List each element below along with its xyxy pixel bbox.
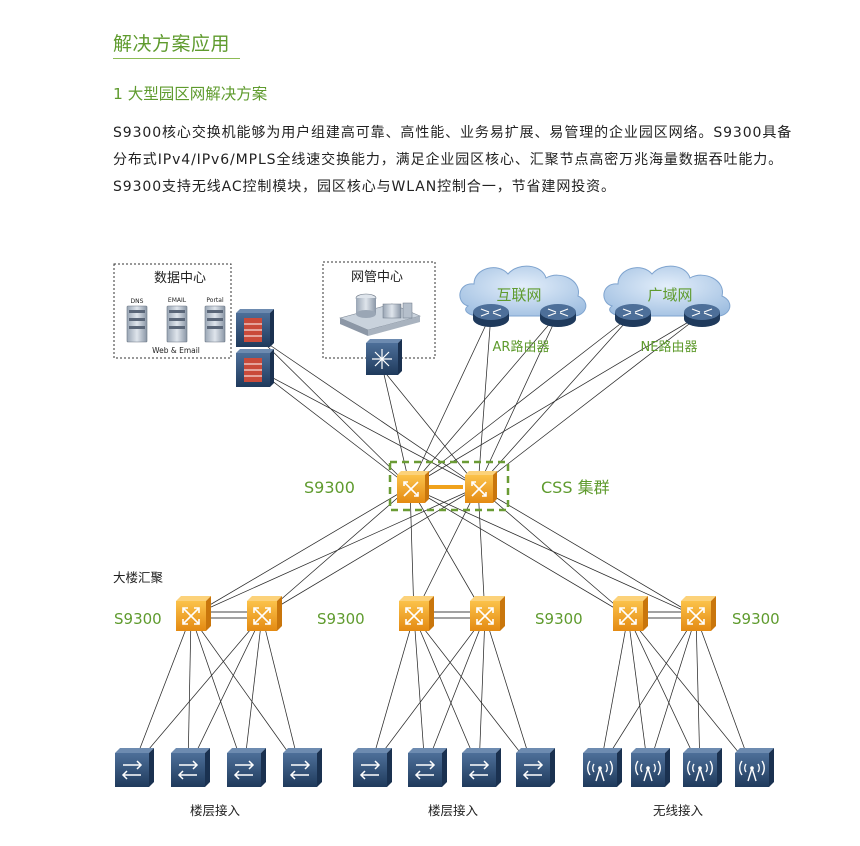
section-rule (113, 58, 240, 59)
server-dns-icon (126, 305, 148, 343)
wireless-ap-icon (631, 748, 670, 787)
aggregation-switch-icon (613, 596, 648, 631)
access-switch-icon (516, 748, 555, 787)
core-switch-right-icon (465, 471, 497, 503)
access-switch-icon (171, 748, 210, 787)
aggregation-switch-icon (176, 596, 211, 631)
access-label-floor-2: 楼层接入 (428, 803, 479, 818)
firewall-bottom-icon (236, 349, 274, 387)
server-portal-icon (204, 305, 226, 343)
nms-firewall-icon (366, 339, 402, 375)
ne-router-left-icon (615, 304, 651, 327)
nms-center-title: 网管中心 (351, 270, 403, 285)
data-center-box (113, 263, 232, 359)
data-center-title: 数据中心 (154, 271, 206, 286)
server-email-icon (166, 305, 188, 343)
access-devices (115, 748, 774, 787)
aggregation-switches (176, 596, 716, 631)
core-s9300-label: S9300 (304, 478, 355, 497)
aggregation-switch-icon (399, 596, 434, 631)
access-switch-icon (353, 748, 392, 787)
aggregation-label-2: S9300 (317, 610, 365, 628)
access-switch-icon (283, 748, 322, 787)
data-center-group: 数据中心 DNS EMAIL Portal Web & Email (113, 263, 232, 359)
aggregation-switch-icon (247, 596, 282, 631)
css-cluster-label: CSS 集群 (541, 478, 610, 497)
server-label-email: EMAIL (168, 297, 187, 304)
internet-cloud-group: 互联网 AR路由器 (459, 265, 587, 355)
nms-center-group: 网管中心 (322, 261, 436, 375)
section-title: 解决方案应用 (113, 33, 231, 55)
aggregation-switch-icon (681, 596, 716, 631)
wan-cloud-group: 广域网 NE路由器 (603, 265, 731, 355)
access-switch-icon (408, 748, 447, 787)
data-center-caption: Web & Email (152, 346, 200, 355)
aggregation-stack-links (205, 611, 682, 619)
internet-cloud-label: 互联网 (496, 286, 541, 304)
wan-cloud-label: 广域网 (647, 286, 692, 304)
aggregation-label-1: S9300 (114, 610, 162, 628)
server-label-dns: DNS (131, 298, 144, 305)
access-label-wireless: 无线接入 (653, 803, 704, 818)
nms-server-icon (339, 293, 421, 336)
core-switch-left-icon (397, 471, 429, 503)
wireless-ap-icon (683, 748, 722, 787)
core-cluster-group: S9300 CSS 集群 (304, 460, 610, 512)
access-label-floor-1: 楼层接入 (190, 803, 241, 818)
firewall-top-icon (236, 309, 274, 347)
access-switch-icon (115, 748, 154, 787)
aggregation-label-3: S9300 (535, 610, 583, 628)
wireless-ap-icon (735, 748, 774, 787)
ar-router-left-icon (473, 304, 509, 327)
ne-router-right-icon (684, 304, 720, 327)
ar-router-label: AR路由器 (493, 339, 550, 355)
aggregation-switch-icon (470, 596, 505, 631)
access-switch-icon (462, 748, 501, 787)
server-label-portal: Portal (206, 297, 224, 304)
ne-router-label: NE路由器 (641, 339, 698, 355)
wireless-ap-icon (583, 748, 622, 787)
aggregation-label-4: S9300 (732, 610, 780, 628)
aggregation-title: 大楼汇聚 (113, 570, 164, 585)
link-lines (131, 313, 753, 770)
access-switch-icon (227, 748, 266, 787)
intro-paragraph: S9300核心交换机能够为用户组建高可靠、高性能、业务易扩展、易管理的企业园区网… (113, 125, 793, 195)
subsection-title: 1 大型园区网解决方案 (113, 85, 268, 103)
ar-router-right-icon (540, 304, 576, 327)
